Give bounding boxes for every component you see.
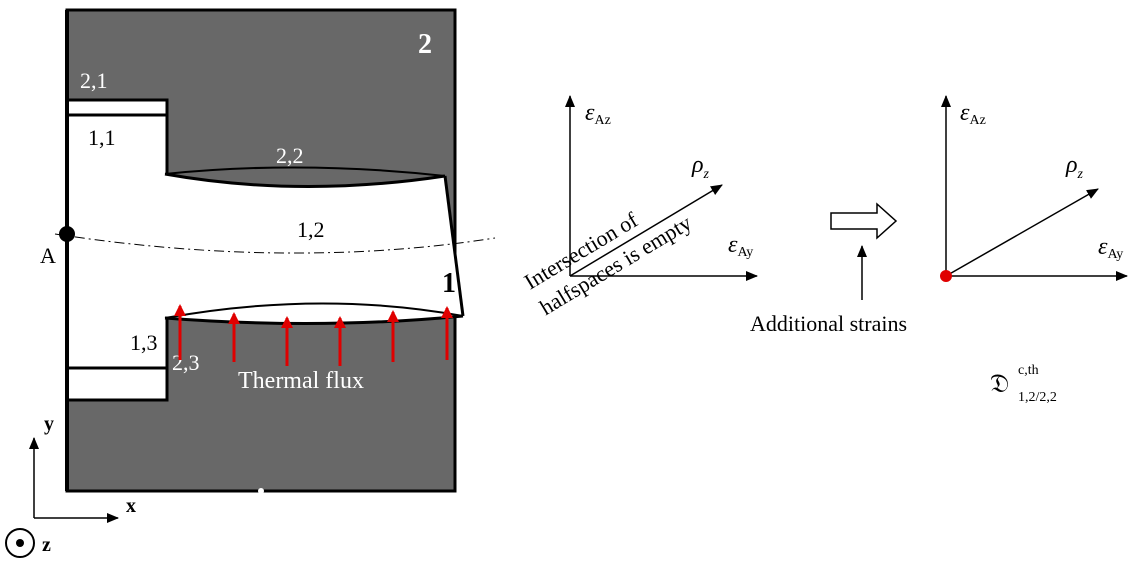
label-region-2-2: 2,2	[276, 143, 304, 168]
body-1-right-edge	[443, 175, 465, 317]
label-region-1-2: 1,2	[297, 217, 325, 242]
right-strain-diagram: εAz εAy ρz 𝔇 c,th 1,2/2,2	[940, 95, 1128, 405]
label-region-1-1: 1,1	[88, 125, 116, 150]
left-figure: A 2,1 1,1 2,2 1,2 1,3 2,3 2 1 Thermal fl…	[40, 8, 496, 494]
thermal-flux-label: Thermal flux	[238, 368, 364, 394]
right-y-axis-label: εAz	[960, 100, 986, 128]
body-1-vertical-part	[65, 98, 169, 402]
point-a-marker	[59, 226, 75, 242]
label-region-2-1: 2,1	[80, 68, 108, 93]
middle-y-axis-label: εAz	[585, 100, 611, 128]
label-region-2-3: 2,3	[172, 350, 200, 375]
lower-contact-curve-body	[164, 314, 464, 326]
set-symbol-label: 𝔇	[990, 369, 1009, 398]
transition: Additional strains	[750, 202, 907, 336]
coordinate-system: y x z	[5, 413, 136, 558]
middle-rho-arrow	[569, 184, 723, 277]
rotated-note: Intersection of halfspaces is empty	[520, 207, 696, 320]
label-body-2: 2	[418, 29, 432, 60]
middle-rho-label: ρz	[691, 152, 710, 182]
additional-strains-label: Additional strains	[750, 311, 907, 336]
hollow-arrow	[830, 202, 898, 240]
right-rho-label: ρz	[1065, 152, 1084, 182]
label-body-1: 1	[442, 268, 456, 299]
set-symbol-sup: c,th	[1018, 363, 1039, 378]
z-axis-dot	[16, 539, 24, 547]
lower-contact-curve-gap	[164, 302, 464, 319]
upper-contact-curve-body	[164, 172, 446, 189]
bottom-marker	[258, 488, 264, 494]
right-origin-point	[940, 270, 952, 282]
y-axis-label: y	[44, 413, 54, 435]
set-symbol-sub: 1,2/2,2	[1018, 390, 1057, 405]
right-rho-arrow	[945, 188, 1099, 277]
center-line	[54, 233, 496, 254]
middle-strain-diagram: εAz εAy ρz Intersection of halfspaces is…	[520, 95, 758, 320]
x-axis-label: x	[126, 495, 136, 517]
body-1-horizontal-arm	[165, 174, 463, 324]
right-x-axis-label: εAy	[1098, 234, 1123, 262]
label-region-1-3: 1,3	[130, 330, 158, 355]
upper-contact-curve-gap	[164, 166, 446, 177]
point-a-label: A	[40, 243, 56, 268]
middle-x-axis-label: εAy	[728, 232, 753, 260]
z-axis-label: z	[42, 534, 51, 556]
thermal-flux-arrows	[174, 304, 453, 366]
